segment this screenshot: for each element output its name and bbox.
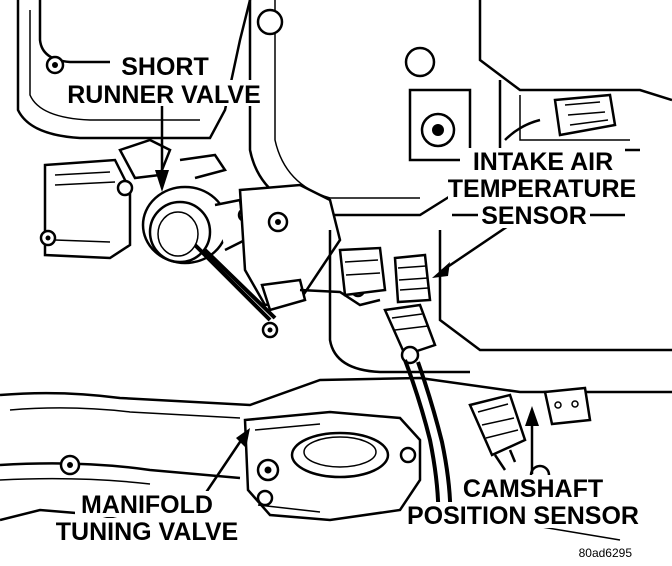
label-short-runner-valve-line2: RUNNER VALVE	[67, 81, 261, 109]
label-cmp-line1: CAMSHAFT	[463, 475, 603, 503]
label-mtv-line2: TUNING VALVE	[56, 518, 238, 546]
label-intake-air-temperature-sensor: INTAKE AIR TEMPERATURE SENSOR	[448, 148, 636, 230]
label-short-runner-valve: SHORT RUNNER VALVE	[67, 52, 261, 109]
label-iat-line2: TEMPERATURE	[448, 175, 636, 203]
label-cmp-line2: POSITION SENSOR	[407, 502, 639, 530]
engine-line-art	[0, 0, 672, 542]
leader-short-runner-valve	[155, 104, 169, 192]
label-camshaft-position-sensor: CAMSHAFT POSITION SENSOR	[407, 475, 640, 530]
label-iat-line3: SENSOR	[481, 202, 587, 230]
leader-manifold-tuning-valve	[203, 428, 250, 495]
label-manifold-tuning-valve: MANIFOLD TUNING VALVE	[55, 491, 240, 546]
label-short-runner-valve-line1: SHORT	[121, 53, 209, 81]
figure-code: 80ad6295	[579, 546, 633, 560]
leader-camshaft-position-sensor	[525, 406, 539, 474]
label-mtv-line1: MANIFOLD	[81, 491, 213, 519]
label-iat-line1: INTAKE AIR	[473, 148, 613, 176]
